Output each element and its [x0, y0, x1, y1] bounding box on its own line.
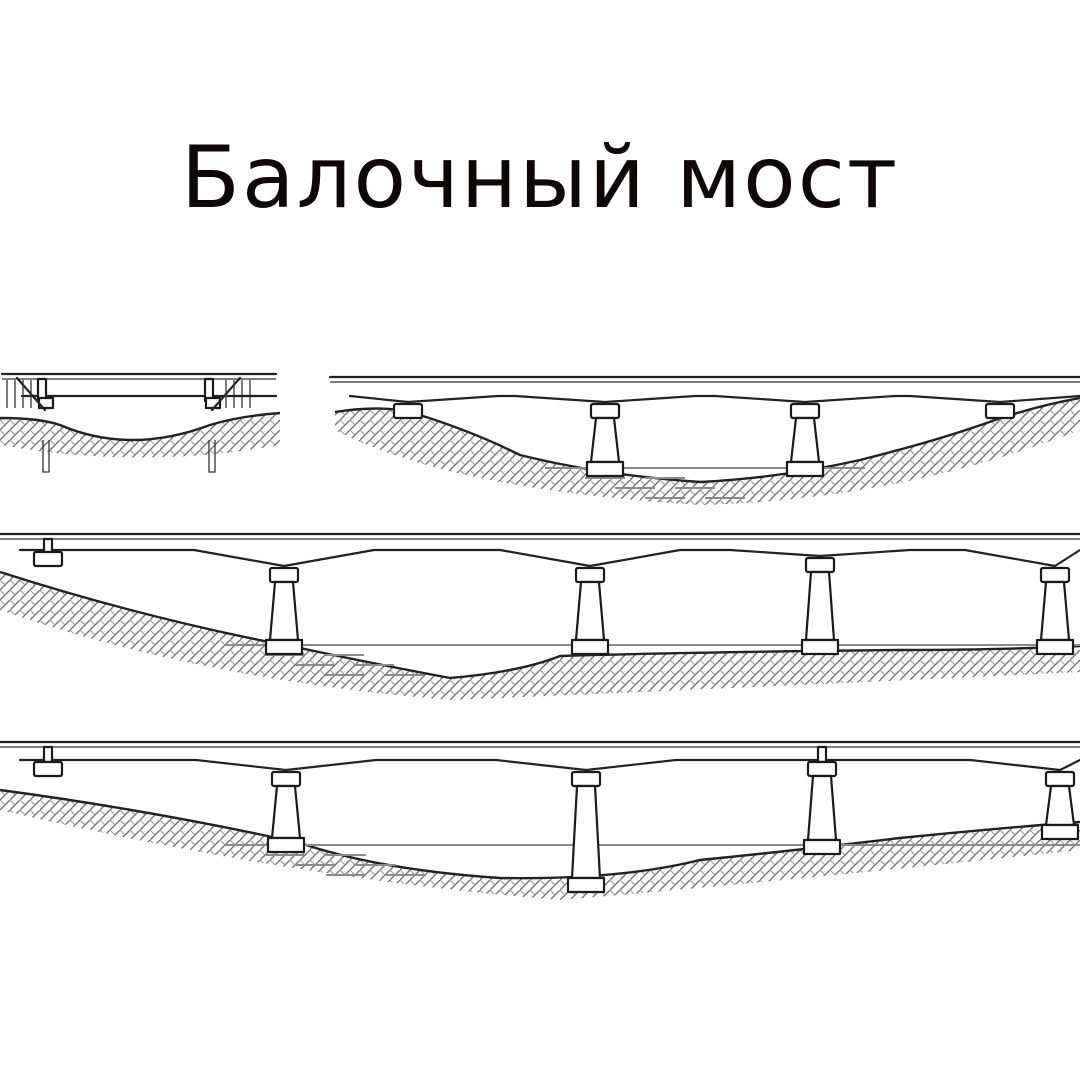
pier-cap: [804, 556, 836, 574]
pier-cap: [589, 402, 621, 420]
pier-footing: [1035, 638, 1075, 656]
pier-cap: [574, 566, 606, 584]
pier-footing: [264, 638, 304, 656]
abutment: [203, 376, 251, 412]
pile: [208, 440, 216, 473]
pier-column: [270, 784, 302, 840]
ground-hatch: [0, 790, 1080, 900]
pier-cap: [1039, 566, 1071, 584]
pier: [266, 770, 306, 854]
pier-column: [1044, 784, 1076, 827]
pier-column: [574, 580, 606, 642]
pier-cap: [789, 402, 821, 420]
pier-cap: [984, 402, 1016, 420]
pier-column: [1039, 580, 1071, 642]
bridge-multi-span-2: [0, 740, 1080, 900]
pier-cap: [806, 760, 838, 778]
pier-footing: [266, 836, 306, 854]
pier-footing: [566, 876, 606, 894]
pier: [392, 402, 424, 420]
pier-cap: [268, 566, 300, 584]
page-title: Балочный мост: [180, 128, 900, 228]
beam-soffit: [348, 394, 1080, 404]
ground-hatch: [0, 572, 1080, 700]
bridge-single-span: [0, 372, 281, 473]
pier: [1040, 770, 1080, 841]
pier: [984, 402, 1016, 420]
pier: [264, 566, 304, 656]
pier: [566, 770, 606, 894]
pier: [32, 745, 64, 778]
pier: [800, 556, 840, 656]
abutment: [6, 376, 55, 412]
pier: [585, 402, 625, 478]
pier-footing: [1040, 823, 1080, 841]
pier-cap: [570, 770, 602, 788]
ground-line: [0, 411, 281, 442]
pier-cap: [270, 770, 302, 788]
pier-footing: [785, 460, 825, 478]
pier: [570, 566, 610, 656]
pier-column: [804, 570, 836, 642]
pier-footing: [800, 638, 840, 656]
pier: [32, 537, 64, 568]
pier-footing: [802, 838, 842, 856]
pier-footing: [585, 460, 625, 478]
bridge-three-span: [328, 375, 1080, 505]
pier-column: [570, 784, 602, 880]
pier: [802, 745, 842, 856]
pier-column: [789, 416, 821, 464]
pier-column: [806, 774, 838, 842]
pier-cap: [32, 550, 64, 568]
pier-footing: [570, 638, 610, 656]
pier-cap: [392, 402, 424, 420]
bridges-group: [0, 372, 1080, 900]
ground-line: [0, 570, 1080, 680]
pier-column: [268, 580, 300, 642]
ground-line: [334, 396, 1080, 484]
ground-hatch: [335, 398, 1080, 505]
ground-hatch: [0, 413, 280, 458]
pile: [42, 440, 50, 473]
pier: [785, 402, 825, 478]
bridge-multi-span-1: [0, 532, 1080, 700]
pier-cap: [32, 760, 64, 778]
pier-column: [589, 416, 621, 464]
beam-soffit: [18, 548, 1080, 568]
beam-soffit: [18, 758, 1080, 772]
pier: [1035, 566, 1075, 656]
pier-cap: [1044, 770, 1076, 788]
